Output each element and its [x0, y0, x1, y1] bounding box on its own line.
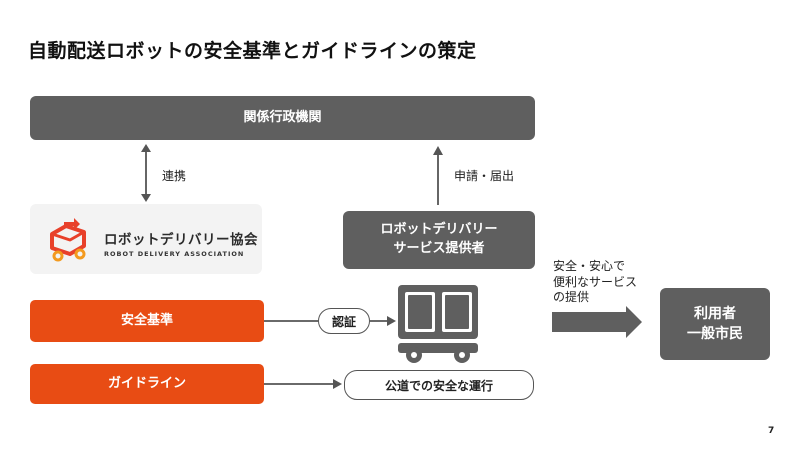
guideline-arrow — [264, 379, 342, 389]
application-arrow — [433, 146, 443, 205]
page-title: 自動配送ロボットの安全基準とガイドラインの策定 — [28, 40, 477, 62]
government-agencies-label: 関係行政機関 — [243, 109, 322, 125]
cooperation-label: 連携 — [162, 169, 187, 183]
users-public-label: 利用者 一般市民 — [687, 305, 743, 342]
service-provider-box: ロボットデリバリー サービス提供者 — [343, 211, 535, 269]
cooperation-arrow — [141, 144, 151, 202]
page-number: 7 — [768, 426, 775, 436]
delivery-robot-icon — [398, 285, 478, 363]
government-agencies-box: 関係行政機関 — [30, 96, 535, 140]
service-arrow — [552, 306, 642, 338]
safe-operation-pill: 公道での安全な運行 — [344, 370, 534, 400]
safety-standards-box: 安全基準 — [30, 300, 264, 342]
guideline-label: ガイドライン — [107, 375, 186, 391]
certification-pill: 認証 — [318, 308, 370, 334]
users-public-box: 利用者 一般市民 — [660, 288, 770, 360]
certification-arrow — [264, 316, 396, 326]
service-provider-label: ロボットデリバリー サービス提供者 — [380, 222, 498, 256]
safety-standards-label: 安全基準 — [120, 312, 173, 328]
application-label: 申請・届出 — [454, 169, 515, 183]
robot-delivery-logo-icon — [50, 218, 86, 262]
association-logo-box: ロボットデリバリー協会 ROBOT DELIVERY ASSOCIATION — [30, 204, 262, 274]
association-subtitle: ROBOT DELIVERY ASSOCIATION — [104, 250, 245, 258]
guideline-box: ガイドライン — [30, 364, 264, 404]
association-name: ロボットデリバリー協会 — [104, 232, 258, 248]
value-proposition-label: 安全・安心で 便利なサービス の提供 — [553, 259, 638, 305]
